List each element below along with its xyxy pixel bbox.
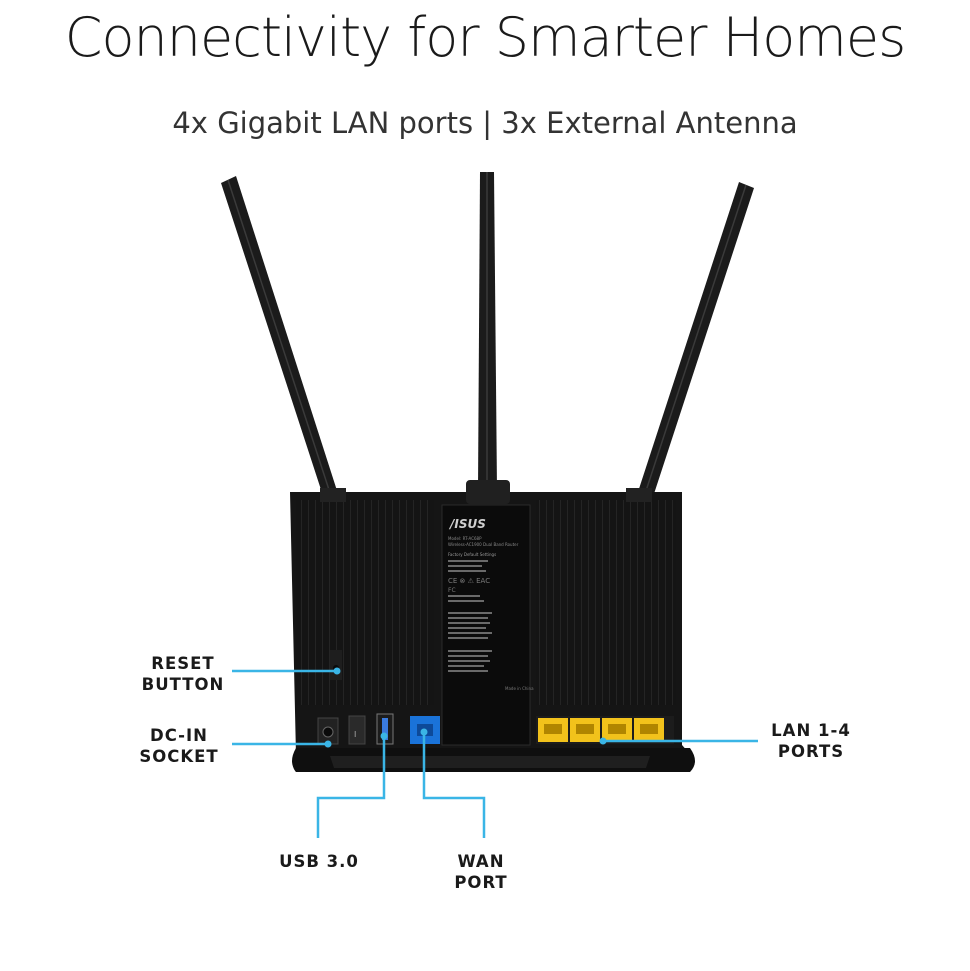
antenna-center: [478, 172, 497, 490]
reset-callout-dot: [333, 667, 341, 675]
router-label-line: Wireless-AC1900 Dual Band Router: [448, 542, 519, 547]
reset-button-callout: RESET BUTTON: [141, 654, 225, 694]
antenna-left: [221, 176, 340, 505]
router-label-line: Factory Default Settings: [448, 552, 496, 557]
svg-text:I: I: [354, 730, 356, 739]
usb-port: [382, 718, 388, 740]
lan-ports-callout: LAN 1-4 PORTS: [771, 721, 851, 761]
page-title: Connectivity for Smarter Homes: [64, 6, 907, 69]
lan-callout-dot: [599, 737, 607, 745]
dc-in-callout-dot: [324, 740, 332, 748]
usb-callout: USB 3.0: [279, 852, 359, 871]
router-label-line: Made in China: [505, 686, 534, 691]
page-subtitle: 4x Gigabit LAN ports | 3x External Anten…: [172, 106, 798, 140]
antenna-right: [636, 182, 754, 503]
usb-callout-dot: [380, 732, 388, 740]
router-brand: /ISUS: [448, 517, 486, 531]
router-label-line: Model: RT-AC68P: [448, 536, 482, 541]
router-body: /ISUS Model: RT-AC68P Wireless-AC1900 Du…: [290, 480, 695, 772]
dc-in-socket: [322, 726, 334, 738]
dc-in-socket-callout: DC-IN SOCKET: [139, 726, 219, 766]
callout-lines: [232, 669, 758, 838]
wan-callout-dot: [420, 728, 428, 736]
svg-text:FC: FC: [448, 587, 456, 594]
svg-text:CE ⊗ ⚠ EAC: CE ⊗ ⚠ EAC: [448, 577, 490, 585]
wan-port-callout: WAN PORT: [454, 852, 508, 892]
